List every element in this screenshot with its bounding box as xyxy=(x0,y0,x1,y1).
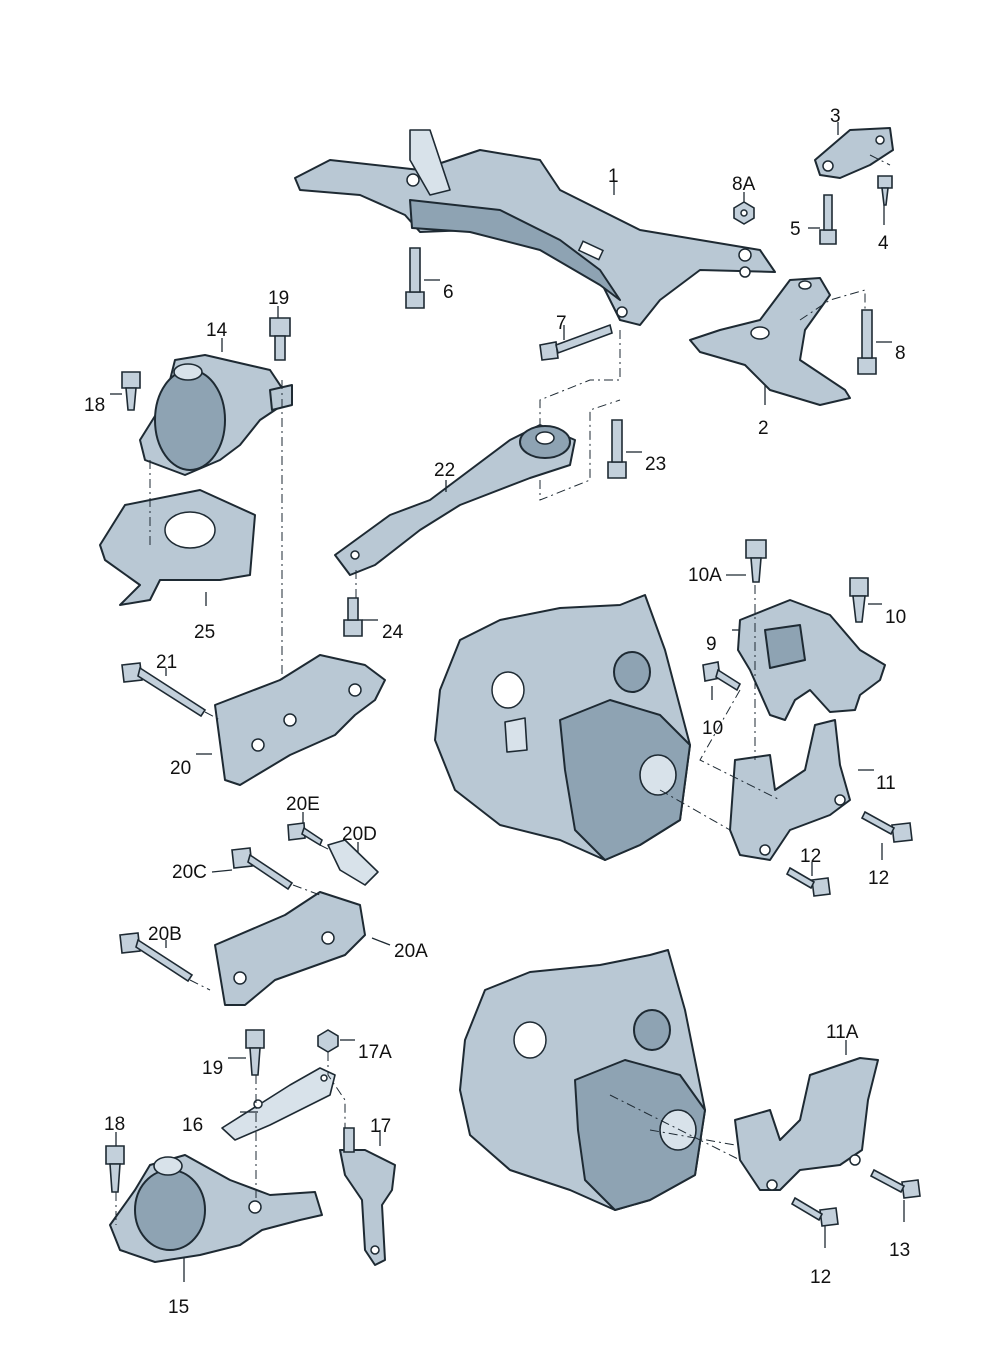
callout-20: 20 xyxy=(170,758,191,779)
callout-4: 4 xyxy=(878,233,889,254)
nut-8a xyxy=(733,201,755,225)
callout-18-upper: 18 xyxy=(84,395,105,416)
callout-8a: 8A xyxy=(732,174,756,195)
callout-5: 5 xyxy=(790,219,801,240)
callout-labels: 1 2 3 4 5 6 7 8 8A 9 10A 10 10 11 11A 12… xyxy=(84,106,910,1318)
callout-8: 8 xyxy=(895,343,906,364)
bolt-23 xyxy=(607,419,627,479)
bolt-18-lower xyxy=(105,1145,125,1193)
callout-10a: 10A xyxy=(688,565,722,586)
bolt-7 xyxy=(539,323,613,361)
bolt-18-upper xyxy=(121,371,141,411)
gearbox-upper-part xyxy=(434,594,691,861)
callout-12-upper-a: 12 xyxy=(800,846,821,867)
bolt-5 xyxy=(819,194,837,245)
bolt-19-upper xyxy=(269,317,291,361)
callout-18-lower: 18 xyxy=(104,1114,125,1135)
bolt-21 xyxy=(121,662,207,718)
callout-11: 11 xyxy=(876,773,896,794)
engine-mount-14-part xyxy=(139,354,293,476)
gearbox-lower-part xyxy=(459,949,706,1211)
bolt-19-lower xyxy=(245,1029,265,1076)
bolt-8 xyxy=(857,309,877,375)
callout-21: 21 xyxy=(156,652,177,673)
callout-20d: 20D xyxy=(342,824,377,845)
callout-20a: 20A xyxy=(394,941,428,962)
bolt-10a xyxy=(745,539,767,583)
bolt-12-upper-right xyxy=(860,810,913,843)
callout-17a: 17A xyxy=(358,1042,392,1063)
callout-20b: 20B xyxy=(148,924,182,945)
bolt-13 xyxy=(869,1168,921,1199)
callout-23: 23 xyxy=(645,454,666,475)
bracket-11a-part xyxy=(734,1057,879,1191)
callout-20e: 20E xyxy=(286,794,320,815)
bolt-10-left xyxy=(702,661,742,692)
bolt-20b xyxy=(119,932,194,983)
callout-2: 2 xyxy=(758,418,769,439)
subframe-part xyxy=(294,129,776,326)
callout-6: 6 xyxy=(443,282,454,303)
callout-leader-lines xyxy=(110,122,905,1282)
bolt-24 xyxy=(343,597,363,637)
bracket-17-part xyxy=(339,1127,396,1266)
plate-16-part xyxy=(221,1067,336,1141)
heat-shield-25-part xyxy=(99,489,256,606)
assembly-guide-lines xyxy=(115,154,891,1225)
callout-24: 24 xyxy=(382,622,404,643)
callout-19-upper: 19 xyxy=(268,288,289,309)
plate-20d-part xyxy=(327,839,379,886)
callout-14: 14 xyxy=(206,320,228,341)
bracket-20-part xyxy=(214,654,386,786)
callout-17: 17 xyxy=(370,1116,391,1137)
callout-16: 16 xyxy=(182,1115,203,1136)
bolt-20c xyxy=(231,847,294,891)
callout-15: 15 xyxy=(168,1297,189,1318)
callout-1: 1 xyxy=(608,166,619,187)
bolt-12-upper xyxy=(785,866,831,897)
callout-3: 3 xyxy=(830,106,841,127)
callout-10-left: 10 xyxy=(702,718,723,739)
engine-mount-15-part xyxy=(109,1154,323,1263)
bolt-10-top xyxy=(849,577,869,623)
callout-20c: 20C xyxy=(172,862,207,883)
callout-12-lower: 12 xyxy=(810,1267,831,1288)
control-arm-part xyxy=(689,277,851,406)
bolt-20e xyxy=(287,822,323,847)
bracket-11-part xyxy=(729,719,851,861)
callout-9: 9 xyxy=(706,634,717,655)
callout-12-upper-b: 12 xyxy=(868,868,889,889)
callout-7: 7 xyxy=(556,313,567,334)
callout-11a: 11A xyxy=(826,1022,859,1043)
bolt-12-lower xyxy=(790,1196,839,1227)
bracket-20a-part xyxy=(214,891,366,1006)
nut-17a xyxy=(317,1029,339,1053)
bracket-3-part xyxy=(814,127,894,179)
callout-13: 13 xyxy=(889,1240,910,1261)
callout-19-lower: 19 xyxy=(202,1058,223,1079)
bolt-6 xyxy=(405,247,425,309)
callout-22: 22 xyxy=(434,460,455,481)
pendulum-support-22-part xyxy=(334,424,576,576)
bolt-4 xyxy=(877,175,893,206)
gearbox-mount-9-part xyxy=(737,599,886,721)
callout-10-top: 10 xyxy=(885,607,906,628)
callout-25: 25 xyxy=(194,622,215,643)
